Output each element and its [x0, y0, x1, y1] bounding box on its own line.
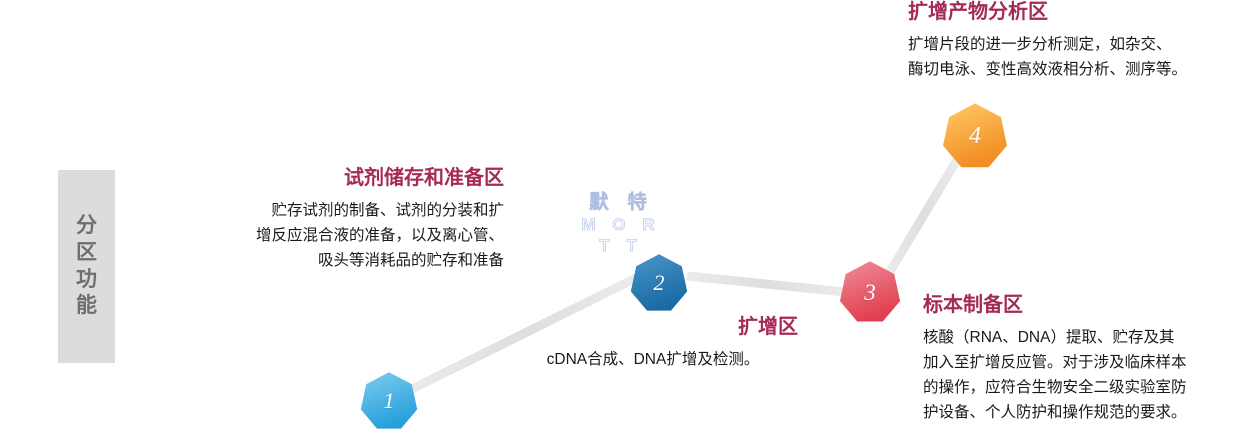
zone-block-specimen: 标本制备区 核酸（RNA、DNA）提取、贮存及其 加入至扩增反应管。对于涉及临床… [923, 293, 1246, 425]
zone-body-analysis: 扩增片段的进一步分析测定，如杂交、 酶切电泳、变性高效液相分析、测序等。 [908, 32, 1244, 82]
hexagon-shape-2 [630, 254, 688, 311]
zone-body-amplification: cDNA合成、DNA扩增及检测。 [508, 347, 798, 372]
zone-body-line: 贮存试剂的制备、试剂的分装和扩 [271, 202, 504, 219]
hexagon-shape-1 [360, 372, 418, 429]
side-label-char-2: 功 [76, 267, 97, 291]
zone-title-analysis: 扩增产物分析区 [908, 1, 1048, 23]
step-number-2: 2 [653, 270, 665, 295]
zone-body-line: 酶切电泳、变性高效液相分析、测序等。 [908, 61, 1188, 79]
zone-body-reagent: 贮存试剂的制备、试剂的分装和扩 增反应混合液的准备，以及离心管、 吸头等消耗品的… [186, 198, 504, 273]
side-label-char-1: 区 [76, 240, 97, 264]
hexagon-shape-3 [839, 261, 901, 322]
zone-body-line: 的操作，应符合生物安全二级实验室防 [923, 379, 1187, 397]
zone-body-specimen: 核酸（RNA、DNA）提取、贮存及其 加入至扩增反应管。对于涉及临床样本 的操作… [923, 325, 1246, 425]
zone-block-amplification: 扩增区 cDNA合成、DNA扩增及检测。 [508, 315, 798, 372]
zone-title-specimen: 标本制备区 [923, 294, 1023, 316]
zone-title-amplification: 扩增区 [738, 316, 798, 338]
step-number-3: 3 [864, 279, 876, 305]
zone-body-line: cDNA合成、DNA扩增及检测。 [546, 351, 760, 368]
step-number-1: 1 [383, 388, 395, 413]
zone-body-line: 加入至扩增反应管。对于涉及临床样本 [923, 354, 1187, 372]
side-label-char-0: 分 [76, 213, 97, 237]
side-label-char-3: 能 [76, 294, 97, 318]
zone-body-line: 扩增片段的进一步分析测定，如杂交、 [908, 36, 1172, 53]
step-node-2[interactable]: 2 [629, 253, 689, 313]
connector-1-to-2 [408, 271, 642, 395]
zone-block-reagent: 试剂储存和准备区 贮存试剂的制备、试剂的分装和扩 增反应混合液的准备，以及离心管… [186, 166, 504, 273]
connector-2-to-3 [686, 271, 846, 297]
zone-title-reagent: 试剂储存和准备区 [344, 167, 504, 189]
step-node-1[interactable]: 1 [359, 371, 419, 431]
step-node-4[interactable]: 4 [941, 102, 1009, 170]
zone-block-analysis: 扩增产物分析区 扩增片段的进一步分析测定，如杂交、 酶切电泳、变性高效液相分析、… [908, 0, 1244, 82]
step-node-3[interactable]: 3 [838, 260, 902, 324]
zone-body-line: 护设备、个人防护和操作规范的要求。 [923, 404, 1187, 422]
step-number-4: 4 [969, 123, 981, 149]
zone-body-line: 增反应混合液的准备，以及离心管、 [255, 227, 504, 245]
section-label-zoning: 分 区 功 能 [58, 170, 115, 363]
zone-body-line: 吸头等消耗品的贮存和准备 [317, 252, 504, 270]
connector-3-to-4 [885, 157, 961, 276]
zone-body-line: 核酸（RNA、DNA）提取、贮存及其 [923, 329, 1175, 346]
hexagon-shape-4 [943, 103, 1007, 168]
